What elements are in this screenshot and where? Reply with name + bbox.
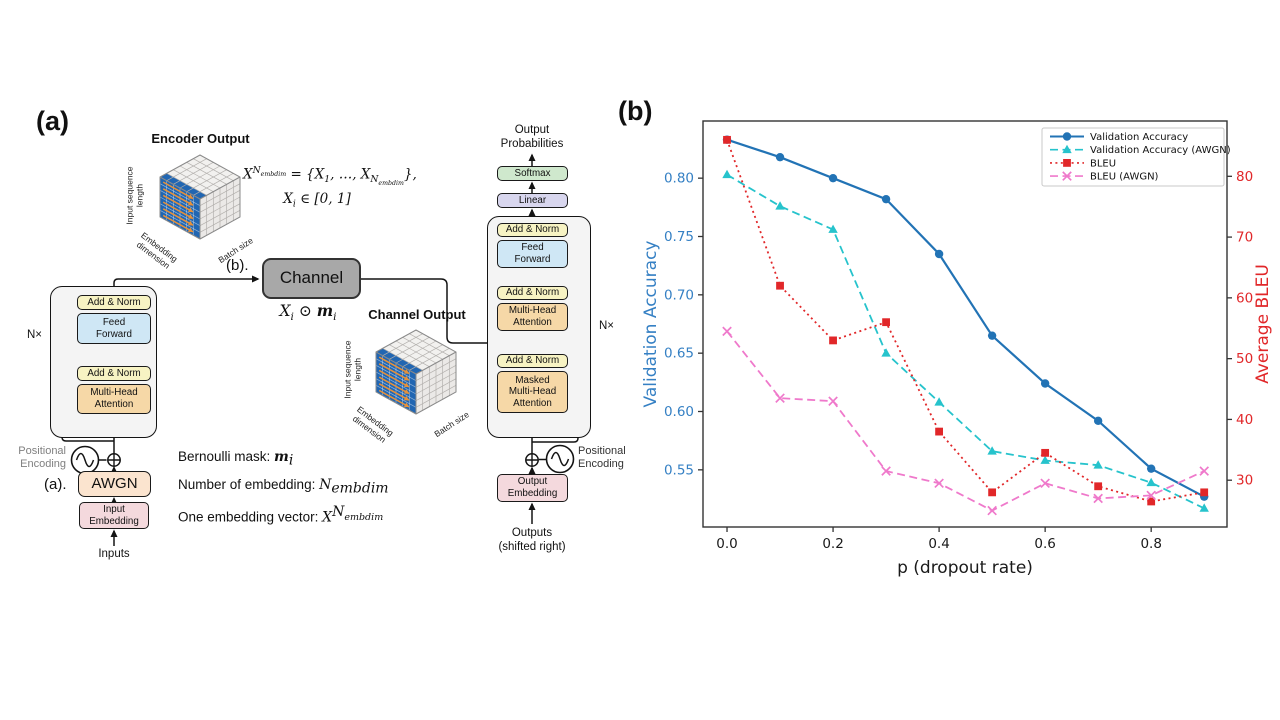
encoder-multi-head-attention-box: Multi-Head Attention	[77, 384, 151, 414]
inputs-label: Inputs	[98, 548, 130, 560]
legend-label: Validation Accuracy	[1090, 132, 1188, 143]
svg-text:70: 70	[1236, 230, 1253, 246]
svg-text:60: 60	[1236, 290, 1253, 306]
output-probabilities-label: Output Probabilities	[500, 124, 564, 151]
encoder-add-norm-1-box: Add & Norm	[77, 366, 151, 381]
add-circle-icon	[107, 453, 121, 467]
svg-text:30: 30	[1236, 473, 1253, 489]
encoder-output-cube	[150, 151, 250, 243]
linear-box: Linear	[497, 193, 568, 208]
svg-text:0.75: 0.75	[664, 229, 694, 245]
svg-text:0.6: 0.6	[1034, 536, 1055, 552]
tensor-formula-line2: Xi ∈ [0, 1]	[283, 191, 351, 210]
channel-mask-formula: Xi ⊙ mi	[279, 301, 337, 324]
tensor-formula-line1: XNembdim = {X1, …, XNembdim},	[243, 165, 417, 188]
series-validation-accuracy-awgn-	[722, 169, 1209, 512]
svg-text:40: 40	[1236, 412, 1253, 428]
embedding-count-note: Number of embedding: Nembdim	[178, 477, 389, 497]
svg-text:0.80: 0.80	[664, 171, 694, 187]
positional-encoding-icon	[545, 444, 575, 474]
encoder-feed-forward-box: Feed Forward	[77, 313, 151, 344]
svg-text:0.8: 0.8	[1140, 536, 1161, 552]
input-embedding-box: Input Embedding	[79, 502, 149, 529]
decoder-feed-forward-box: Feed Forward	[497, 240, 568, 268]
channel-box: Channel	[262, 258, 361, 299]
svg-text:0.60: 0.60	[664, 404, 694, 420]
x-axis-label: p (dropout rate)	[897, 558, 1033, 578]
positional-encoding-icon	[70, 445, 100, 475]
positional-encoding-label-left: Positional Encoding	[18, 445, 66, 471]
svg-text:0.0: 0.0	[716, 536, 737, 552]
encoder-n-times-label: N×	[27, 329, 43, 341]
encoder-output-title: Encoder Output	[151, 131, 250, 146]
axes: 0.0 0.2 0.4 0.6 0.8 0.55 0.60 0.65 0.70 0.75 0.80 3…	[664, 120, 1253, 552]
outputs-label: Outputs (shifted right)	[498, 527, 566, 554]
channel-output-title: Channel Output	[368, 307, 466, 322]
decoder-multi-head-attention-box: Multi-Head Attention	[497, 303, 568, 331]
output-embedding-box: Output Embedding	[497, 474, 568, 502]
channel-output-cube	[366, 326, 466, 418]
add-circle-icon	[525, 453, 539, 467]
legend-label: BLEU (AWGN)	[1090, 172, 1159, 183]
svg-text:0.2: 0.2	[822, 536, 843, 552]
softmax-box: Softmax	[497, 166, 568, 181]
cube-axis-label-sequence: Input sequence length	[124, 166, 144, 225]
decoder-add-norm-2-box: Add & Norm	[497, 286, 568, 300]
series-bleu-awgn-	[722, 326, 1210, 516]
positional-encoding-label-right: Positional Encoding	[578, 445, 626, 471]
channel-sublabel: (b).	[226, 257, 249, 274]
svg-text:0.70: 0.70	[664, 287, 694, 303]
svg-text:80: 80	[1236, 169, 1253, 185]
masked-multi-head-attention-box: Masked Multi-Head Attention	[497, 371, 568, 413]
y-axis-label-right: Average BLEU	[1253, 264, 1273, 384]
encoder-add-norm-2-box: Add & Norm	[77, 295, 151, 310]
svg-text:0.4: 0.4	[928, 536, 949, 552]
series-validation-accuracy	[722, 135, 1209, 501]
y-axis-label-left: Validation Accuracy	[641, 241, 661, 408]
series-bleu	[723, 135, 1209, 506]
awgn-box: AWGN	[78, 471, 151, 497]
decoder-add-norm-3-box: Add & Norm	[497, 223, 568, 237]
svg-text:50: 50	[1236, 351, 1253, 367]
panel-a-label: (a)	[36, 106, 69, 136]
cube-axis-label-sequence: Input sequence length	[342, 340, 362, 399]
panel-b-label: (b)	[618, 96, 653, 126]
svg-text:0.65: 0.65	[664, 346, 694, 362]
svg-text:0.55: 0.55	[664, 462, 694, 478]
legend-label: Validation Accuracy (AWGN)	[1090, 145, 1231, 156]
decoder-add-norm-1-box: Add & Norm	[497, 354, 568, 368]
awgn-sublabel: (a).	[44, 476, 67, 493]
embedding-vector-note: One embedding vector: XNembdim	[178, 504, 384, 526]
bernoulli-mask-note: Bernoulli mask: mi	[178, 449, 294, 469]
validation-bleu-chart: 0.0 0.2 0.4 0.6 0.8 0.55 0.60 0.65 0.70 0.75 0.80 3…	[641, 120, 1273, 578]
legend-label: BLEU	[1090, 158, 1116, 169]
decoder-n-times-label: N×	[599, 320, 615, 332]
